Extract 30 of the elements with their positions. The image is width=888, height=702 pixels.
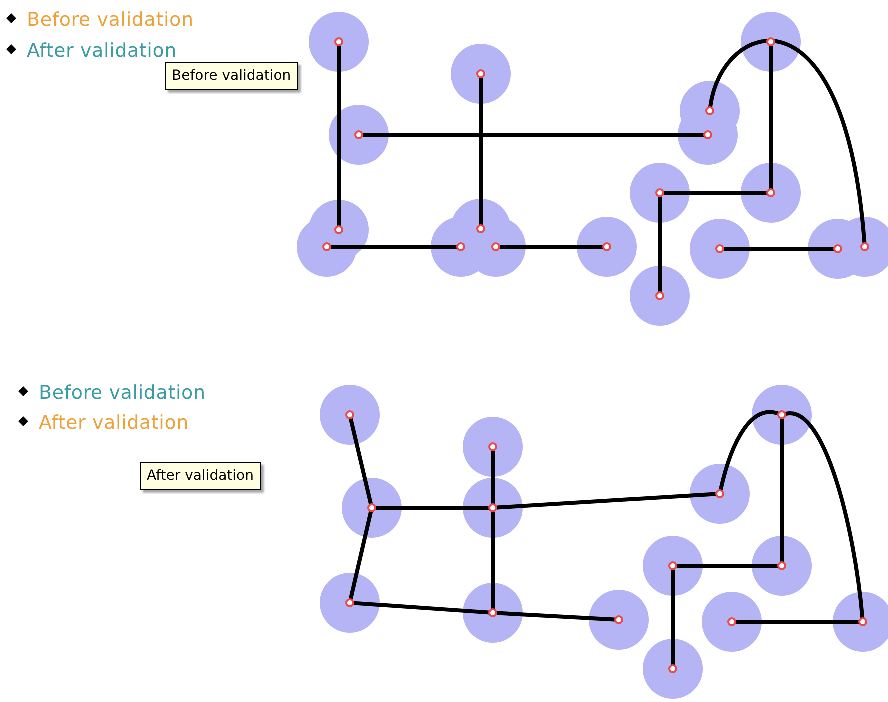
list-item: Before validation (20, 382, 206, 404)
link-line (337, 44, 341, 228)
link-line (769, 44, 773, 190)
link-line (671, 568, 675, 666)
link-line (718, 410, 780, 492)
link-line (479, 76, 483, 226)
link-line (722, 247, 836, 251)
link-line (491, 450, 495, 506)
tooltip: After validation (140, 462, 261, 490)
link-line (362, 133, 706, 137)
list-item: After validation (20, 412, 190, 434)
link-line (349, 417, 373, 506)
link-line (352, 601, 490, 615)
link-line (498, 245, 604, 249)
link-line (491, 510, 495, 610)
link-line (662, 191, 768, 195)
link-line (658, 196, 662, 294)
link-line (349, 510, 373, 601)
link-line (734, 620, 860, 624)
link-line (708, 39, 867, 245)
link-line (496, 492, 718, 510)
list-item: After validation (8, 40, 178, 62)
link-line (330, 245, 458, 249)
link-line (784, 412, 865, 620)
link-line (780, 418, 784, 564)
link-line (374, 506, 490, 510)
list-item: Before validation (8, 9, 194, 31)
link-line (496, 611, 616, 622)
link-line (676, 564, 780, 568)
tooltip: Before validation (165, 62, 298, 90)
